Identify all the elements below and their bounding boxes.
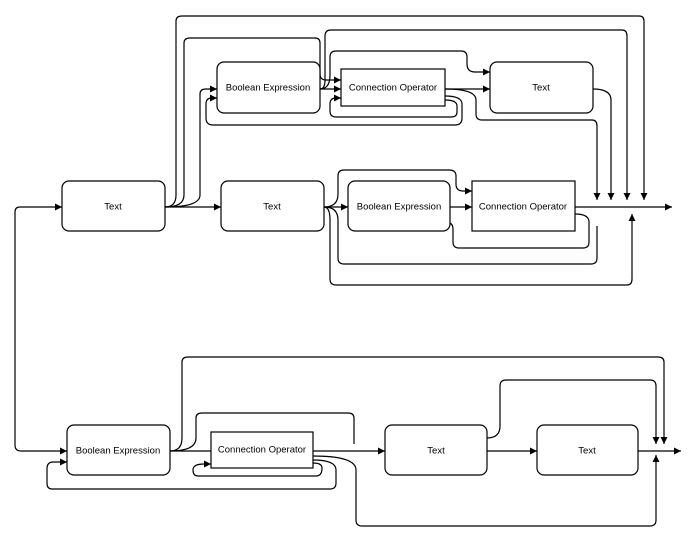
node-label-text-start: Text	[104, 202, 122, 213]
node-label-text-bottom-1: Text	[427, 446, 445, 457]
node-label-connection-operator-top: Connection Operator	[349, 83, 437, 94]
connector-text5-skip-op7	[323, 169, 472, 208]
connector-skip-outer-2	[164, 37, 341, 208]
node-boolean-expression-middle[interactable]	[347, 180, 451, 232]
node-boolean-expression-bottom[interactable]	[66, 424, 171, 476]
connector-loop-bool2	[205, 94, 463, 126]
connector-op9-self	[192, 460, 323, 477]
node-label-text-middle: Text	[263, 202, 281, 213]
connector-text5-outer-down	[323, 206, 636, 286]
connector-loop-op3	[329, 94, 458, 118]
connector-op9-down	[312, 455, 660, 527]
node-boolean-expression-top[interactable]	[216, 61, 321, 114]
node-connection-operator-middle[interactable]	[471, 180, 576, 232]
node-text-start[interactable]	[61, 180, 166, 232]
node-text-middle[interactable]	[220, 180, 325, 232]
node-label-text-top-right: Text	[532, 83, 550, 94]
connector-bool8-outer	[169, 356, 668, 452]
node-connection-operator-top[interactable]	[340, 68, 446, 107]
connector-op9-loop	[46, 458, 337, 490]
node-label-text-bottom-2: Text	[578, 446, 596, 457]
node-label-connection-operator-middle: Connection Operator	[479, 202, 567, 213]
connector-start-down	[14, 350, 67, 455]
connector-text5-down	[323, 206, 598, 265]
connector-loop-op7	[444, 213, 590, 249]
node-label-boolean-expression-top: Boolean Expression	[226, 83, 311, 94]
node-text-top-right[interactable]	[489, 61, 594, 114]
connector-text10-up	[486, 379, 660, 444]
connector-start-up	[14, 203, 62, 350]
node-label-boolean-expression-bottom: Boolean Expression	[76, 446, 161, 457]
node-label-boolean-expression-middle: Boolean Expression	[357, 202, 442, 213]
connector-bool2-to-text4	[319, 29, 631, 200]
node-text-bottom-2[interactable]	[536, 424, 639, 476]
connector-skip-outer-1	[164, 15, 648, 208]
connector-op3-down	[444, 88, 601, 200]
connector-text1-to-bool2	[164, 85, 217, 208]
connector-bool2-skip	[319, 50, 490, 90]
node-connection-operator-bottom[interactable]	[210, 431, 314, 469]
node-text-bottom-1[interactable]	[384, 424, 488, 476]
connector-text4-down	[592, 88, 615, 200]
connector-bool8-skip-op9	[169, 412, 355, 452]
node-label-connection-operator-bottom: Connection Operator	[218, 445, 306, 456]
